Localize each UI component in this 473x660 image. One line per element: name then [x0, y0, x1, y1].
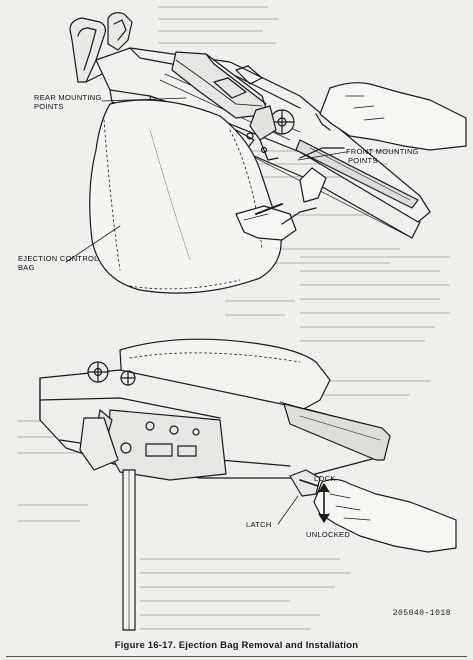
label-unlocked: UNLOCKED: [306, 530, 351, 539]
label-front-mounting-points: FRONT MOUNTING POINTS: [346, 147, 419, 165]
bottom-rule: [6, 656, 467, 657]
latch-mechanism: [289, 469, 321, 497]
leader-latch: [277, 495, 299, 525]
lock-unlock-arrow: [318, 483, 330, 523]
leader-ejection-bag: [65, 225, 121, 263]
label-latch: LATCH: [246, 520, 272, 529]
barrel-lower: [283, 403, 391, 461]
upper-illustration: [65, 12, 467, 294]
rear-sight-lower: [87, 361, 136, 386]
leader-front-mounting: [297, 151, 347, 161]
ejection-control-bag: [89, 99, 282, 294]
feed-cover: [171, 51, 269, 119]
leader-rear-mounting: [101, 97, 187, 102]
barrel: [295, 139, 419, 209]
hand-lower: [313, 478, 457, 553]
label-lock: LOCK: [314, 474, 336, 483]
figure-caption: Figure 16-17. Ejection Bag Removal and I…: [114, 640, 359, 651]
spade-grips: [69, 12, 133, 83]
hands: [235, 82, 467, 241]
side-plate: [79, 409, 227, 481]
label-ejection-control-bag: EJECTION CONTROL BAG: [18, 254, 99, 272]
label-rear-mounting-points: REAR MOUNTING POINTS: [34, 93, 102, 111]
tripod-leg: [122, 469, 136, 631]
figure-reference-code: 205040-1018: [392, 609, 451, 618]
